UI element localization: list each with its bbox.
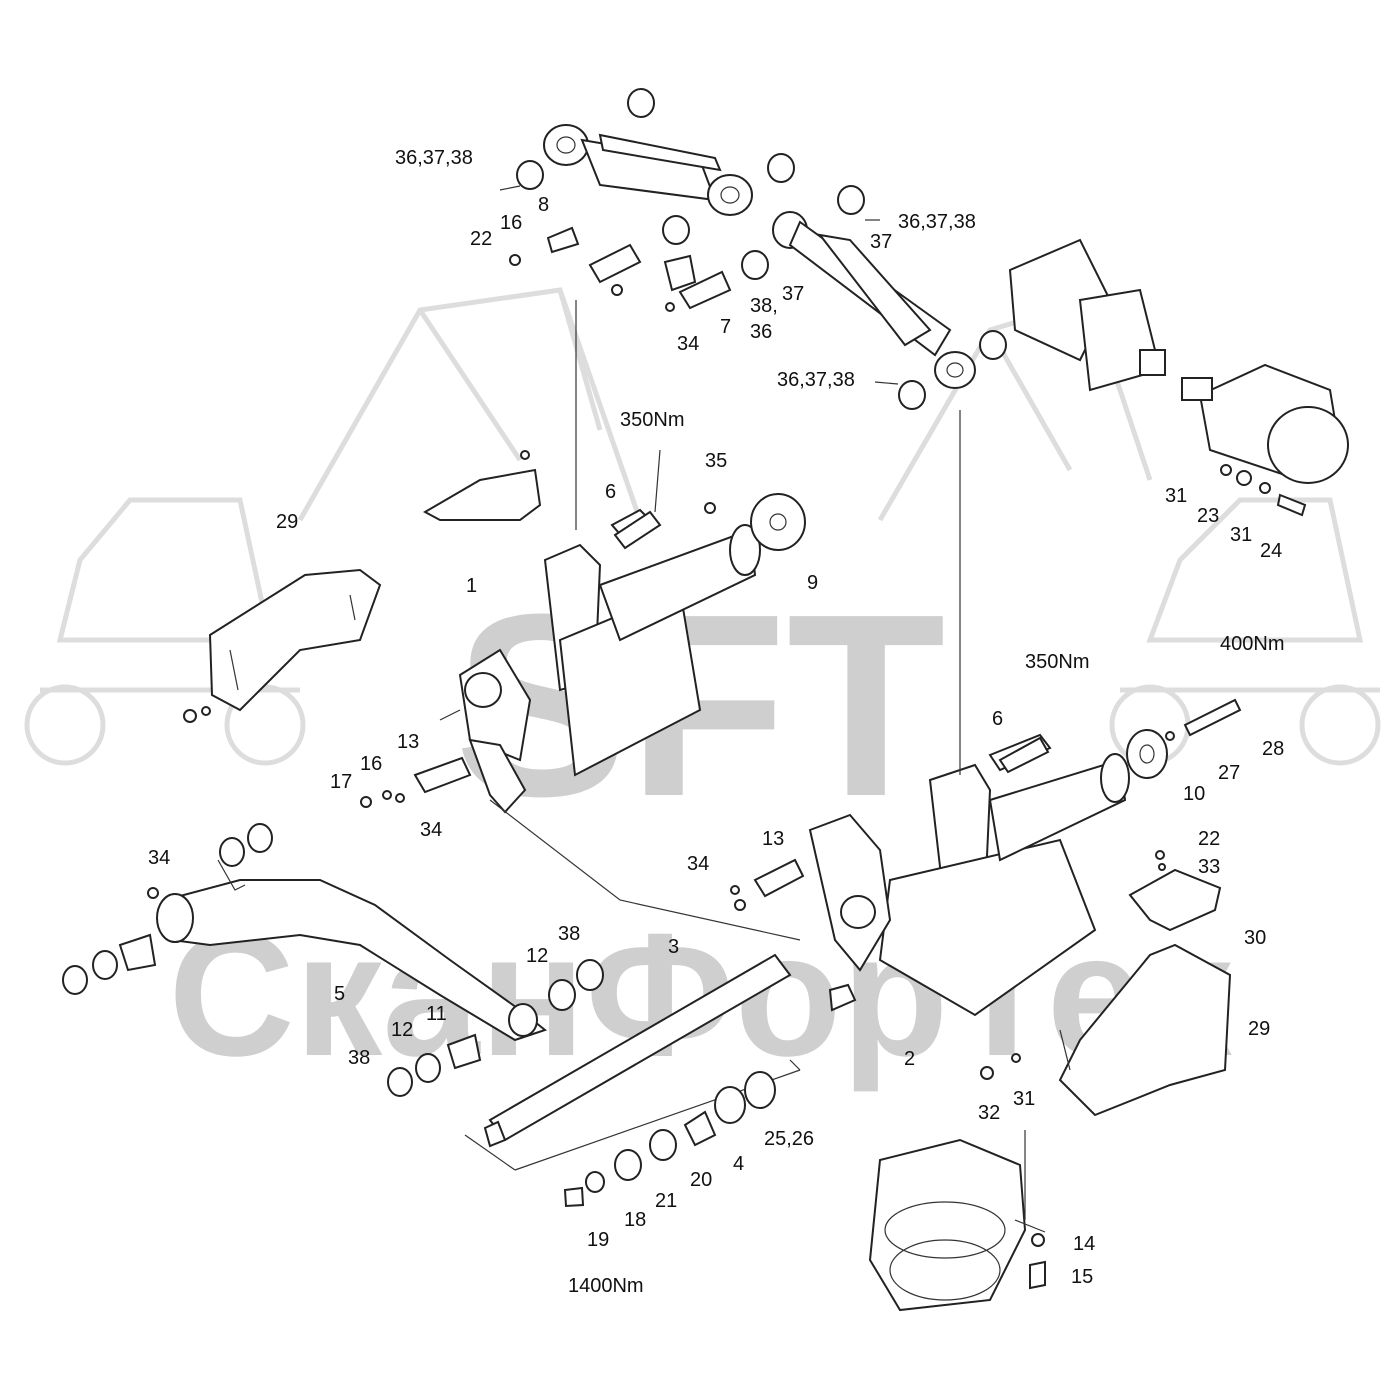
hydraulic-motor-right: [1181, 363, 1349, 517]
slew-motor: [868, 1138, 1046, 1312]
callout-27: 27: [1218, 762, 1240, 784]
callout-34-top: 34: [677, 333, 699, 355]
bracket-lower-29: [980, 943, 1232, 1117]
upper-pins: [509, 226, 732, 312]
callout-25-26: 25,26: [764, 1128, 814, 1150]
callout-10: 10: [1183, 783, 1205, 805]
callout-31-top: 31: [1165, 485, 1187, 507]
callout-28: 28: [1262, 738, 1284, 760]
callout-22-right: 22: [1198, 828, 1220, 850]
callout-34-arm: 34: [148, 847, 170, 869]
shaft-hardware: [387, 959, 776, 1208]
callout-13-left: 13: [397, 731, 419, 753]
upper-cylinder: [516, 88, 795, 245]
callout-13-right: 13: [762, 828, 784, 850]
callout-7: 7: [720, 316, 731, 338]
pin-6-lower: [998, 736, 1050, 774]
callout-23: 23: [1197, 505, 1219, 527]
frame-2: [808, 698, 1242, 1017]
callout-24: 24: [1260, 540, 1282, 562]
torque-1400nm: 1400Nm: [568, 1275, 644, 1297]
callout-38-lower: 38: [348, 1047, 370, 1069]
callout-16-left: 16: [360, 753, 382, 775]
hydraulic-motor-top: [1008, 238, 1166, 392]
callout-34-right: 34: [687, 853, 709, 875]
pin-13-right: [730, 858, 805, 911]
callout-20: 20: [690, 1169, 712, 1191]
frame-1: [458, 493, 806, 814]
pin-13-left: [360, 756, 472, 808]
callout-31-mid: 31: [1230, 524, 1252, 546]
callout-36-mid: 36: [750, 321, 772, 343]
torque-350nm-upper: 350Nm: [620, 409, 684, 431]
callout-18: 18: [624, 1209, 646, 1231]
callout-11: 11: [426, 1003, 447, 1025]
callout-4: 4: [733, 1153, 744, 1175]
callout-29-lower: 29: [1248, 1018, 1270, 1040]
callout-38-comma: 38,: [750, 295, 778, 317]
callout-32: 32: [978, 1102, 1000, 1124]
callout-22-top: 22: [470, 228, 492, 250]
callout-38-upper: 38: [558, 923, 580, 945]
callout-36-37-38-lower: 36,37,38: [777, 369, 855, 391]
callout-16-top: 16: [500, 212, 522, 234]
callout-33: 33: [1198, 856, 1220, 878]
right-cylinder: [741, 185, 1007, 410]
leader-lines: [217, 185, 1026, 1220]
callout-35: 35: [705, 450, 727, 472]
pin-6-upper: [613, 510, 662, 550]
callout-19: 19: [587, 1229, 609, 1251]
callout-14: 14: [1073, 1233, 1095, 1255]
callout-34-left: 34: [420, 819, 442, 841]
callout-17: 17: [330, 771, 352, 793]
callout-12-lower: 12: [391, 1019, 413, 1041]
callout-5: 5: [334, 983, 345, 1005]
callout-2: 2: [904, 1048, 915, 1070]
callout-3: 3: [668, 936, 679, 958]
callout-9: 9: [807, 572, 818, 594]
callout-37-right: 37: [870, 231, 892, 253]
callout-6-lower: 6: [992, 708, 1003, 730]
callout-30: 30: [1244, 927, 1266, 949]
callout-31-lower: 31: [1013, 1088, 1035, 1110]
torque-350nm-lower: 350Nm: [1025, 651, 1089, 673]
callout-1: 1: [466, 575, 477, 597]
callout-36-37-38-top: 36,37,38: [395, 147, 473, 169]
bracket-upper-29: [183, 568, 382, 723]
callouts: 36,37,38 8 16 22 36,37,38 37 38, 37 36 7…: [148, 147, 1284, 1297]
callout-8: 8: [538, 194, 549, 216]
callout-6-upper: 6: [605, 481, 616, 503]
callout-37-mid: 37: [782, 283, 804, 305]
callout-21: 21: [655, 1190, 677, 1212]
callout-12-upper: 12: [526, 945, 548, 967]
arm-5: [62, 823, 548, 1042]
plate-30: [1128, 850, 1222, 932]
callout-36-37-38-right: 36,37,38: [898, 211, 976, 233]
callout-15: 15: [1071, 1266, 1093, 1288]
torque-400nm: 400Nm: [1220, 633, 1284, 655]
callout-29-upper: 29: [276, 511, 298, 533]
plate-top: [422, 450, 542, 521]
